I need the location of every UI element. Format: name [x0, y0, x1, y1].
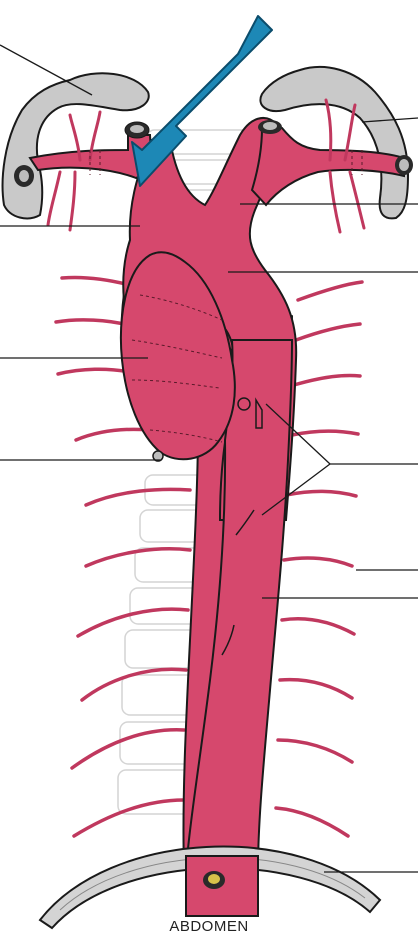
left-clavicle: [1, 72, 150, 220]
figure-caption: ABDOMEN: [169, 918, 249, 935]
label-leader-lines-right: [228, 117, 418, 873]
right-clavicle: [259, 66, 410, 220]
hidden-outline-dashes: [89, 150, 363, 443]
arrow-icon: [131, 15, 273, 187]
aortic-branch-stubs: [152, 397, 263, 656]
abdominal-aorta-opening: [185, 855, 259, 917]
aorta: [119, 116, 298, 871]
right-subclavian-branch: [250, 120, 413, 207]
label-leader-lines-left: [0, 44, 160, 461]
